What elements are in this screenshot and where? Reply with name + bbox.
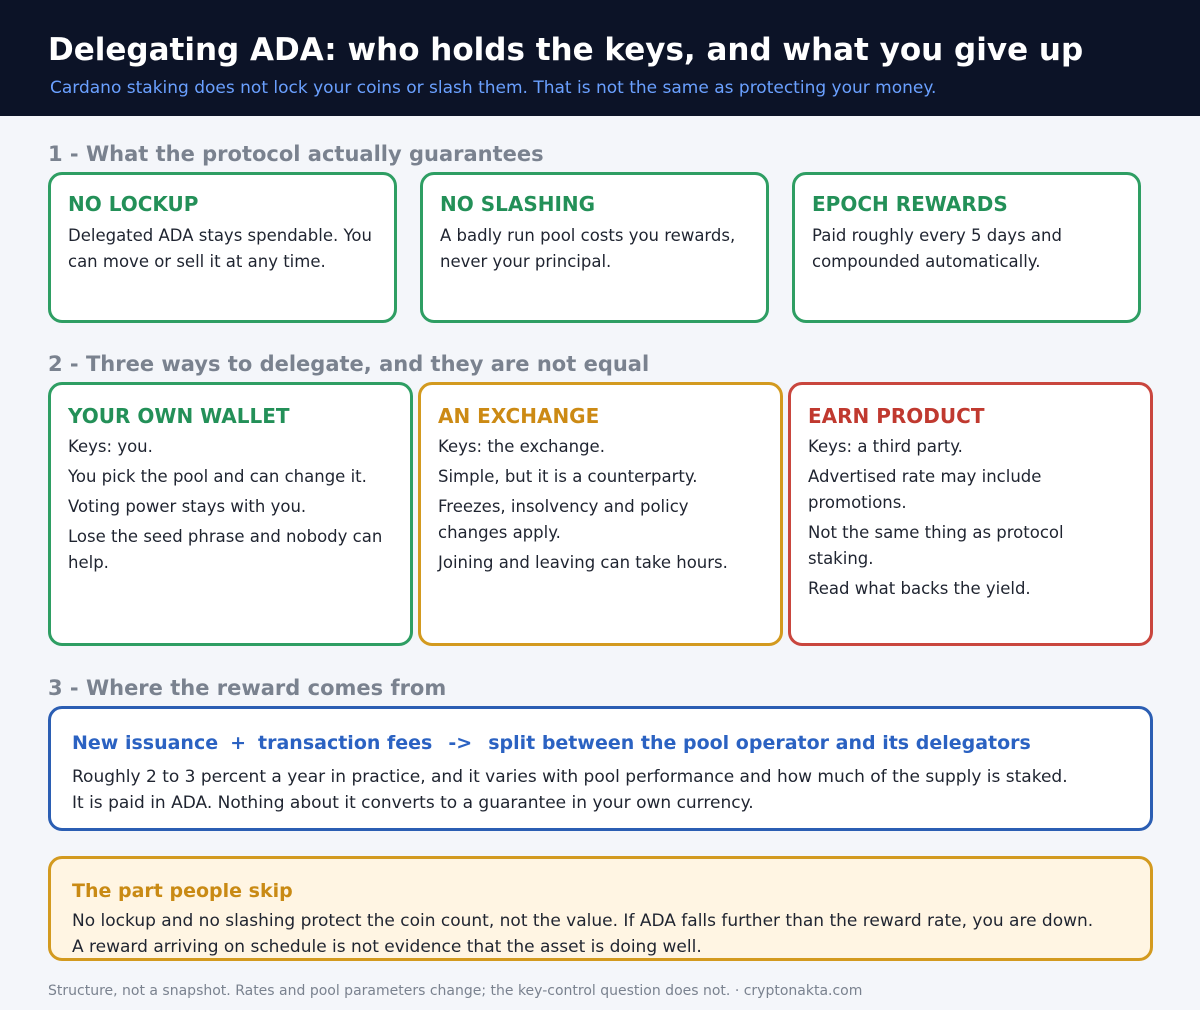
footer-note: Structure, not a snapshot. Rates and poo… (48, 983, 863, 999)
card-no-lockup: NO LOCKUP Delegated ADA stays spendable.… (48, 172, 397, 323)
card-body: A badly run pool costs you rewards, neve… (440, 226, 736, 271)
card-epoch-rewards: EPOCH REWARDS Paid roughly every 5 days … (792, 172, 1141, 323)
list-item: Keys: you. (68, 437, 153, 456)
list-item: Joining and leaving can take hours. (438, 553, 728, 572)
flow-source-fees: transaction fees (258, 732, 433, 754)
card-body: Delegated ADA stays spendable. You can m… (68, 226, 372, 271)
card-exchange: AN EXCHANGE Keys: the exchange. Simple, … (418, 382, 783, 646)
section-2-heading: 2 - Three ways to delegate, and they are… (48, 352, 650, 376)
warning-card: The part people skip No lockup and no sl… (48, 856, 1153, 961)
card-title: YOUR OWN WALLET (68, 404, 290, 428)
card-body: Paid roughly every 5 days and compounded… (812, 226, 1062, 271)
page-title: Delegating ADA: who holds the keys, and … (48, 32, 1084, 68)
page-subtitle: Cardano staking does not lock your coins… (50, 78, 937, 98)
list-item: Read what backs the yield. (808, 579, 1031, 598)
list-item: Freezes, insolvency and policy changes a… (438, 497, 689, 542)
reward-note-line: It is paid in ADA. Nothing about it conv… (72, 793, 754, 813)
card-title: NO SLASHING (440, 192, 596, 216)
card-list: Keys: the exchange. Simple, but it is a … (438, 434, 763, 576)
reward-note-line: Roughly 2 to 3 percent a year in practic… (72, 767, 1068, 787)
flow-arrow: -> (448, 732, 473, 754)
card-title: AN EXCHANGE (438, 404, 600, 428)
card-title: NO LOCKUP (68, 192, 199, 216)
list-item: Keys: the exchange. (438, 437, 605, 456)
section-1-heading: 1 - What the protocol actually guarantee… (48, 142, 544, 166)
card-earn-product: EARN PRODUCT Keys: a third party. Advert… (788, 382, 1153, 646)
list-item: You pick the pool and can change it. (68, 467, 367, 486)
flow-plus: + (230, 732, 247, 754)
warning-title: The part people skip (72, 880, 293, 902)
warning-line: A reward arriving on schedule is not evi… (72, 937, 702, 957)
card-title: EPOCH REWARDS (812, 192, 1008, 216)
list-item: Not the same thing as protocol staking. (808, 523, 1064, 568)
card-no-slashing: NO SLASHING A badly run pool costs you r… (420, 172, 769, 323)
flow-source-issuance: New issuance (72, 732, 219, 754)
reward-source-card: New issuance + transaction fees -> split bet… (48, 706, 1153, 831)
card-list: Keys: a third party. Advertised rate may… (808, 434, 1133, 602)
card-title: EARN PRODUCT (808, 404, 985, 428)
reward-flow: New issuance + transaction fees -> split bet… (72, 728, 1031, 758)
flow-result: split between the pool operator and its … (488, 732, 1031, 754)
card-list: Keys: you. You pick the pool and can cha… (68, 434, 393, 576)
list-item: Keys: a third party. (808, 437, 963, 456)
section-3-heading: 3 - Where the reward comes from (48, 676, 447, 700)
warning-line: No lockup and no slashing protect the co… (72, 911, 1094, 931)
header-banner: Delegating ADA: who holds the keys, and … (0, 0, 1200, 116)
list-item: Simple, but it is a counterparty. (438, 467, 698, 486)
card-own-wallet: YOUR OWN WALLET Keys: you. You pick the … (48, 382, 413, 646)
list-item: Voting power stays with you. (68, 497, 307, 516)
list-item: Advertised rate may include promotions. (808, 467, 1042, 512)
list-item: Lose the seed phrase and nobody can help… (68, 527, 383, 572)
